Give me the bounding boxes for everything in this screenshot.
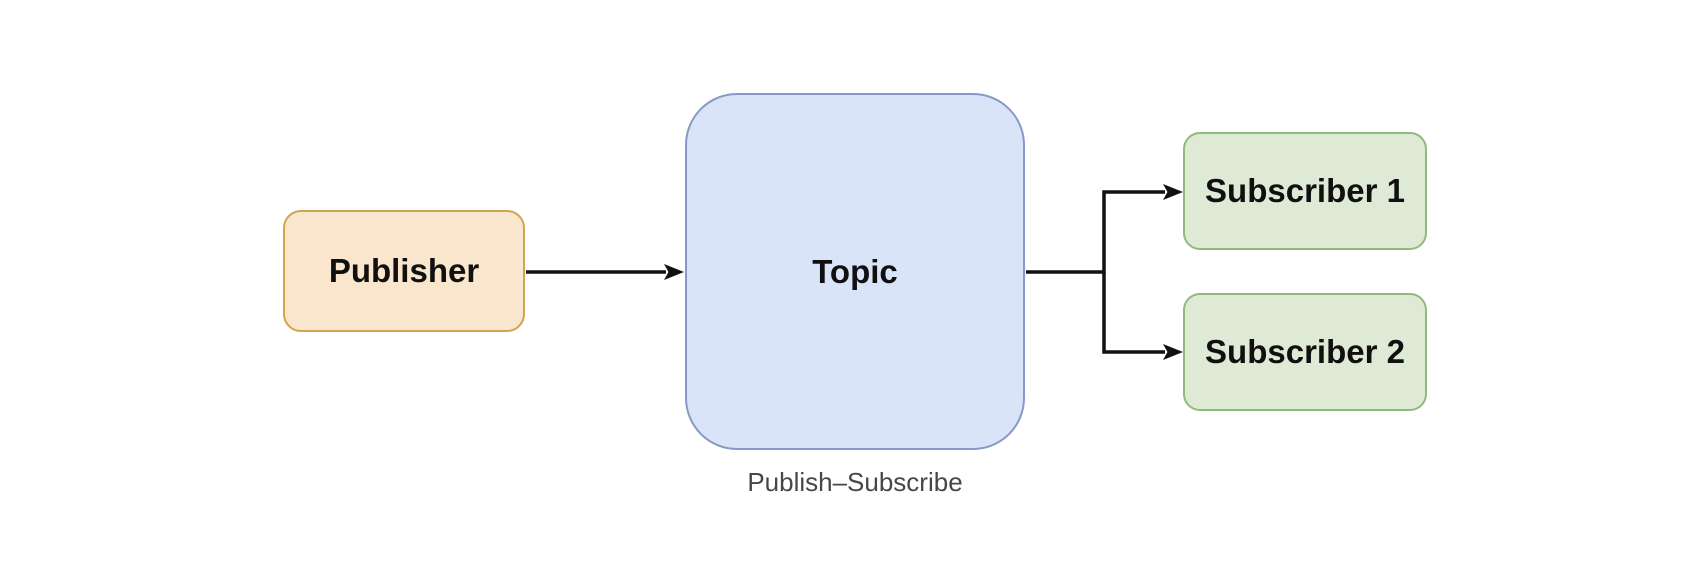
arrow-topic-to-subscriber-2 xyxy=(1102,272,1183,360)
node-subscriber-2: Subscriber 2 xyxy=(1183,293,1427,411)
node-subscriber-1: Subscriber 1 xyxy=(1183,132,1427,250)
node-subscriber-1-label: Subscriber 1 xyxy=(1205,172,1405,209)
node-topic-label: Topic xyxy=(812,252,898,290)
node-subscriber-2-label: Subscriber 2 xyxy=(1205,333,1405,370)
node-topic: Topic xyxy=(685,93,1025,450)
arrow-topic-to-subscriber-1 xyxy=(1026,184,1183,274)
diagram-caption: Publish–Subscribe xyxy=(747,467,963,497)
node-publisher: Publisher xyxy=(283,210,525,332)
node-publisher-label: Publisher xyxy=(328,252,480,289)
